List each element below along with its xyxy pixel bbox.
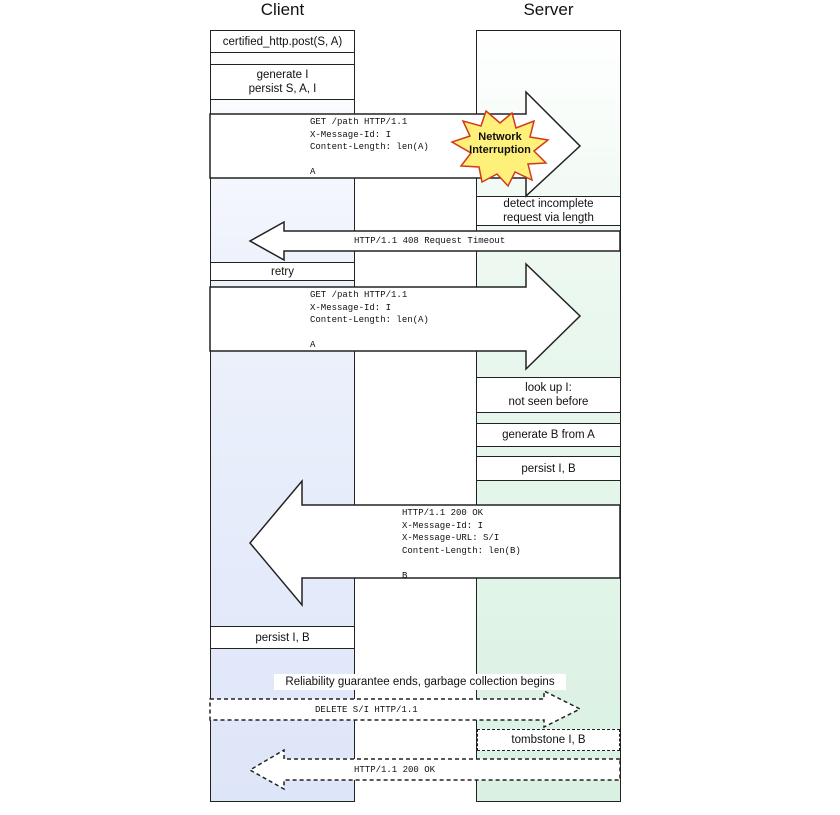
network-interruption-label: Network Interruption	[450, 131, 550, 157]
timeout-arrow	[248, 220, 621, 262]
client-retry-box: retry	[211, 262, 354, 281]
server-detect-box: detect incomplete request via length	[477, 196, 620, 226]
client-persist-label: persist I, B	[255, 631, 310, 644]
delete-arrow	[209, 689, 582, 729]
interruption-line2: Interruption	[469, 144, 531, 156]
client-generate-line2: persist S, A, I	[248, 83, 317, 95]
response-text: HTTP/1.1 200 OK X-Message-Id: I X-Messag…	[402, 508, 521, 581]
client-persist-box: persist I, B	[211, 626, 354, 649]
request2-arrow	[209, 262, 582, 371]
gc-note: Reliability guarantee ends, garbage coll…	[274, 674, 566, 690]
server-tombstone-box: tombstone I, B	[477, 729, 620, 751]
server-generate-b-label: generate B from A	[502, 429, 595, 441]
server-persist-box: persist I, B	[477, 456, 620, 481]
client-call-box: certified_http.post(S, A)	[211, 31, 354, 53]
server-detect-line1: detect incomplete	[503, 198, 594, 210]
response-arrow	[249, 478, 621, 608]
server-tombstone-label: tombstone I, B	[511, 734, 586, 746]
server-lookup-box: look up I: not seen before	[477, 377, 620, 413]
delete-ok-arrow	[248, 748, 621, 791]
server-generate-b-box: generate B from A	[477, 423, 620, 447]
client-generate-line1: generate I	[256, 69, 309, 81]
server-persist-label: persist I, B	[521, 462, 576, 475]
delete-ok-text: HTTP/1.1 200 OK	[354, 765, 436, 775]
timeout-text: HTTP/1.1 408 Request Timeout	[354, 236, 506, 246]
client-call-label: certified_http.post(S, A)	[222, 35, 343, 48]
server-header: Server	[523, 0, 574, 19]
client-generate-box: generate I persist S, A, I	[211, 64, 354, 100]
delete-text: DELETE S/I HTTP/1.1	[315, 705, 418, 715]
interruption-line1: Network	[478, 131, 522, 143]
client-header: Client	[260, 0, 305, 19]
server-lookup-line2: not seen before	[508, 396, 589, 408]
request1-text: GET /path HTTP/1.1 X-Message-Id: I Conte…	[310, 117, 429, 177]
network-interruption-burst	[450, 109, 550, 188]
request2-text: GET /path HTTP/1.1 X-Message-Id: I Conte…	[310, 290, 429, 350]
server-lookup-line1: look up I:	[525, 382, 572, 394]
client-retry-label: retry	[271, 265, 294, 278]
server-detect-line2: request via length	[503, 212, 594, 224]
